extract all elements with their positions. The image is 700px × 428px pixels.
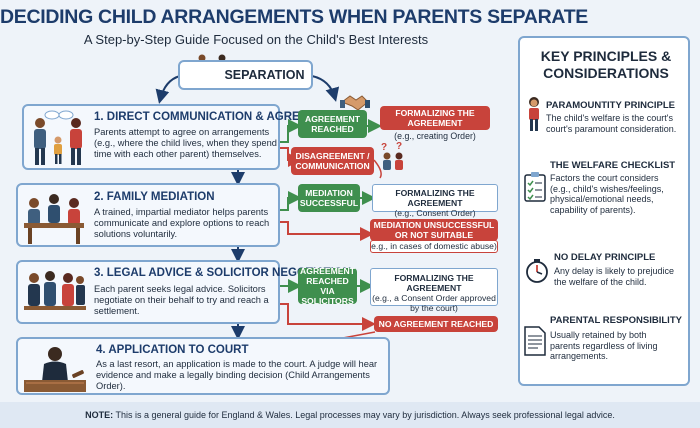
svg-text:?: ? [381, 142, 387, 153]
step-2-title: 2. FAMILY MEDIATION [94, 191, 215, 203]
step-3-line-2: negotiate on their behalf to try and rea… [94, 295, 269, 305]
parents-talking-icon [34, 110, 82, 165]
mediation-unsuccessful-line-2: OR NOT SUITABLE [394, 230, 474, 240]
panel-title-line-2: CONSIDERATIONS [543, 65, 669, 81]
checklist-icon [524, 172, 546, 202]
disagreement-line-2: COMMUNICATION [295, 161, 370, 171]
agreement-reached-line-1: AGREEMENT [305, 114, 360, 124]
formalizing-3-line-2: by the court) [410, 303, 458, 313]
mediation-successful-line-1: MEDIATION [305, 188, 353, 198]
step-1-line-1: Parents attempt to agree on arrangements [94, 127, 270, 137]
principle-4-line-2: parents regardless of living [550, 340, 658, 351]
formalizing-1-example: (e.g., creating Order) [394, 131, 476, 141]
solicitors-icon [24, 271, 86, 310]
svg-text:?: ? [396, 141, 402, 152]
agreement-solicitors-line-2: REACHED VIA [306, 276, 349, 296]
principle-3-text: Any delay is likely to prejudice the wel… [554, 266, 674, 287]
stopwatch-icon [526, 259, 548, 283]
panel-title: KEY PRINCIPLES & CONSIDERATIONS [526, 48, 686, 82]
formalizing-2-example: (e.g., Consent Order) [394, 208, 476, 218]
step-1-line-2: (e.g., where the child lives, when they … [94, 138, 277, 148]
child-icon [529, 97, 539, 131]
step-4-line-2: evidence and make a legally binding deci… [96, 370, 370, 380]
principle-2-heading: THE WELFARE CHECKLIST [550, 160, 676, 171]
principle-3-heading: NO DELAY PRINCIPLE [554, 252, 656, 263]
step-2-line-3: solutions voluntarily. [94, 229, 178, 239]
principle-1-text: The child's welfare is the court's court… [546, 113, 676, 134]
step-4-box: 4. APPLICATION TO COURT As a last resort… [16, 337, 390, 395]
step-4-line-3: Order). [96, 381, 126, 391]
principle-2-text: Factors the court considers (e.g., child… [550, 173, 664, 215]
principle-1-line-1: The child's welfare is the court's [546, 113, 673, 123]
agreement-reached-line-2: REACHED [311, 124, 354, 134]
note-label: NOTE: [85, 410, 114, 420]
step-3-box: 3. LEGAL ADVICE & SOLICITOR NEGOTIATION … [16, 260, 351, 324]
disagreement-badge: DISAGREEMENT /COMMUNICATION [291, 147, 374, 175]
step-1-line-3: time with each other parent) themselves. [94, 149, 262, 159]
principle-2-line-3: physical/emotional needs, [550, 194, 654, 205]
handshake-icon [340, 95, 370, 111]
formalizing-2-title: FORMALIZING THE AGREEMENT [395, 188, 475, 208]
principle-1-heading: PARAMOUNTITY PRINCIPLE [546, 100, 675, 111]
separation-box: SEPARATION [178, 60, 313, 90]
document-icon [524, 326, 546, 356]
step-1-box: 1. DIRECT COMMUNICATION & AGREEMENT Pare… [22, 104, 340, 170]
principle-2-line-2: (e.g., child's wishes/feelings, [550, 183, 664, 194]
principle-2-line-1: Factors the court considers [550, 173, 659, 183]
formalizing-2-box: FORMALIZING THE AGREEMENT (e.g., Consent… [372, 184, 498, 218]
step-2-description: A trained, impartial mediator helps pare… [94, 207, 269, 240]
agreement-solicitors-line-1: AGREEMENT [300, 266, 355, 276]
step-1-description: Parents attempt to agree on arrangements… [94, 127, 277, 160]
step-2-line-2: communicate and explore options to reach [94, 218, 270, 228]
note-text: This is a general guide for England & Wa… [113, 410, 615, 420]
principle-3-line-2: the welfare of the child. [554, 276, 647, 287]
step-4-title: 4. APPLICATION TO COURT [96, 344, 249, 356]
confused-people-icon: ? ? [381, 141, 403, 170]
formalizing-1-line-2: AGREEMENT [407, 118, 463, 128]
step-3-title: 3. LEGAL ADVICE & SOLICITOR NEGOTIATION [94, 267, 352, 279]
step-4-description: As a last resort, an application is made… [96, 359, 377, 392]
principle-4-line-1: Usually retained by both [550, 330, 647, 340]
key-principles-panel: KEY PRINCIPLES & CONSIDERATIONS PARAMOUN… [518, 36, 690, 386]
panel-title-line-1: KEY PRINCIPLES & [540, 48, 672, 64]
mediation-successful-line-2: SUCCESSFUL [299, 198, 359, 208]
formalizing-1-line-1: FORMALIZING THE [395, 108, 475, 118]
disclaimer-note: NOTE: This is a general guide for Englan… [0, 402, 700, 428]
step-1-title: 1. DIRECT COMMUNICATION & AGREEMENT [94, 111, 340, 123]
page-title: DECIDING CHILD ARRANGEMENTS WHEN PARENTS… [0, 6, 589, 28]
principle-4-text: Usually retained by both parents regardl… [550, 330, 658, 362]
step-3-description: Each parent seeks legal advice. Solicito… [94, 284, 269, 317]
agreement-solicitors-line-3: SOLICITORS [301, 296, 354, 306]
principle-1-line-2: court's paramount consideration. [546, 123, 677, 134]
page-subtitle: A Step-by-Step Guide Focused on the Chil… [83, 32, 429, 47]
judge-icon [24, 347, 86, 392]
step-3-line-3: settlement. [94, 306, 140, 316]
formalizing-3-title: FORMALIZING THE AGREEMENT [394, 273, 474, 293]
mediation-table-icon [24, 194, 84, 244]
step-2-box: 2. FAMILY MEDIATION A trained, impartial… [16, 183, 280, 247]
disagreement-line-1: DISAGREEMENT / [295, 151, 370, 161]
separation-label: SEPARATION [224, 68, 305, 82]
formalizing-3-line-1: (e.g., a Consent Order approved [372, 293, 496, 303]
mediation-unsuccessful-line-1: MEDIATION UNSUCCESSFUL [373, 220, 495, 230]
step-4-line-1: As a last resort, an application is made… [96, 359, 378, 369]
principle-2-line-4: capability of parents). [550, 204, 636, 215]
step-2-line-1: A trained, impartial mediator helps pare… [94, 207, 269, 217]
principle-4-heading: PARENTAL RESPONSIBILITY [550, 315, 682, 326]
mediation-unsuccessful-example: e.g., in cases of domestic abuse) [370, 240, 498, 253]
step-3-line-1: Each parent seeks legal advice. Solicito… [94, 284, 266, 294]
principle-4-line-3: arrangements. [550, 351, 609, 362]
principle-3-line-1: Any delay is likely to prejudice [554, 266, 675, 276]
formalizing-3-box: FORMALIZING THE AGREEMENT (e.g., a Conse… [370, 268, 498, 313]
no-agreement-badge: NO AGREEMENT REACHED [374, 316, 498, 332]
